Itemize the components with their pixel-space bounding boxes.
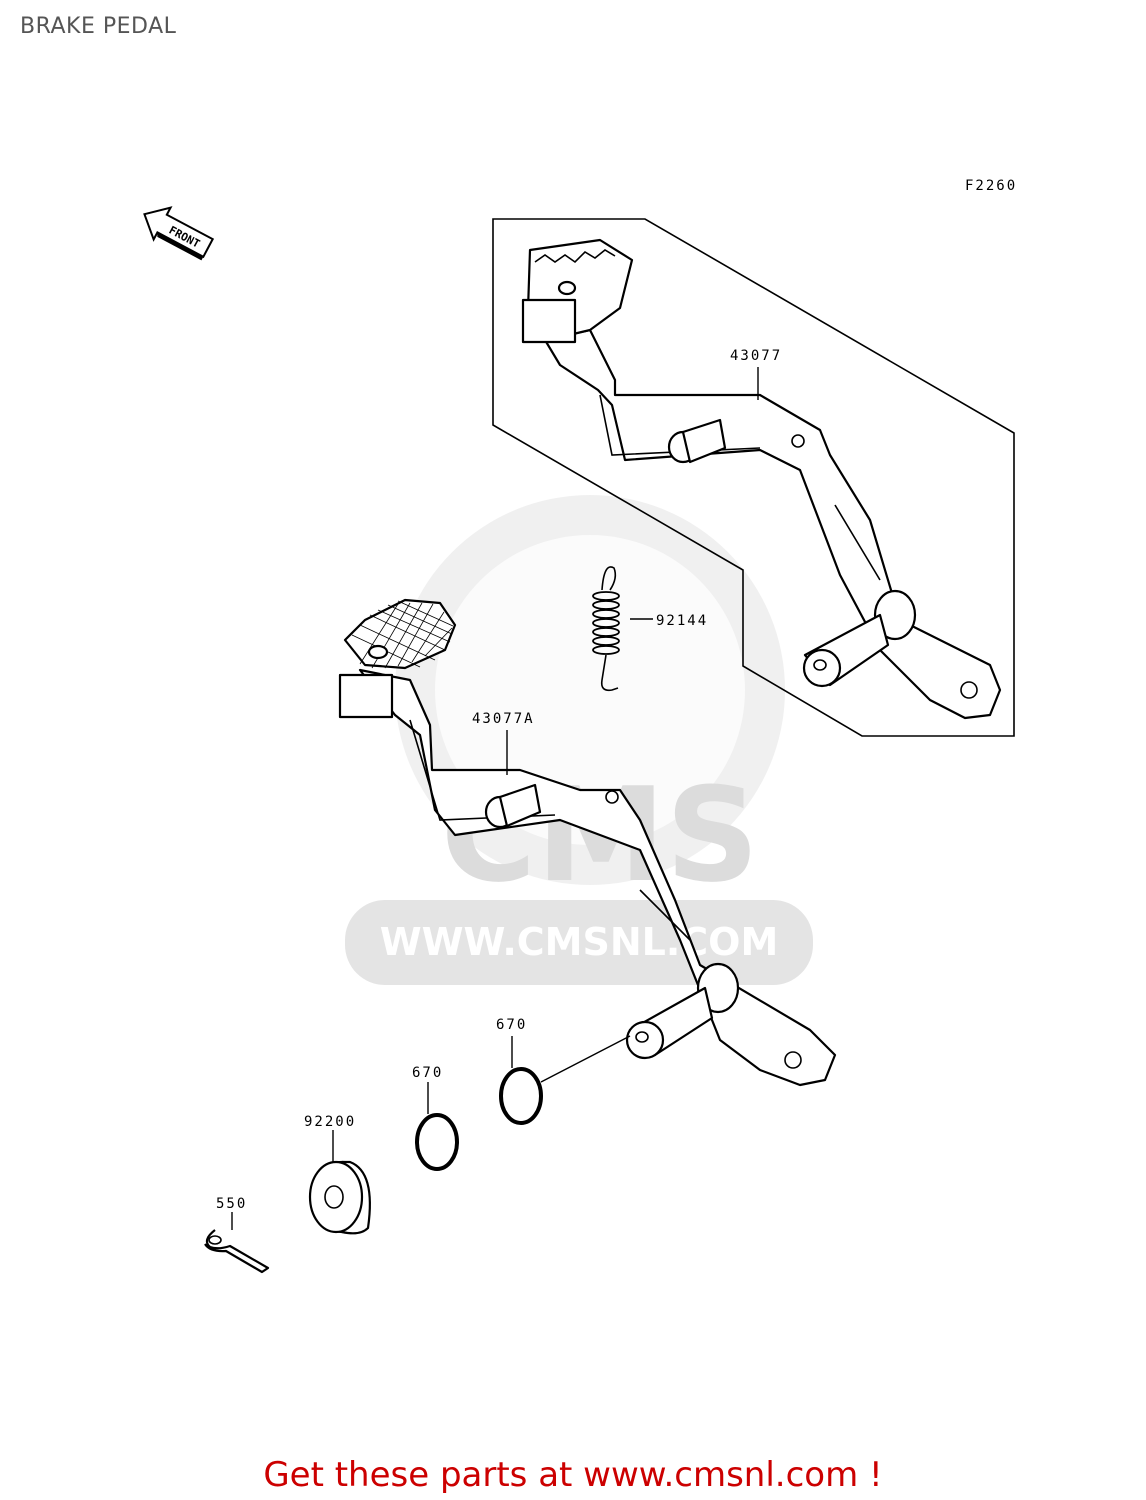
kit-frame	[492, 218, 1015, 737]
o-ring-upper	[499, 1067, 543, 1125]
label-43077: 43077	[730, 348, 782, 364]
leader-lines	[231, 367, 759, 1230]
o-ring-lower	[415, 1113, 459, 1171]
label-670-lower: 670	[412, 1065, 443, 1081]
label-92144: 92144	[656, 613, 708, 629]
washer	[308, 1160, 371, 1235]
brake-pedal-kit	[521, 238, 1002, 720]
label-670-upper: 670	[496, 1017, 527, 1033]
label-43077A: 43077A	[472, 711, 535, 727]
watermark-url: WWW.CMSNL.COM	[380, 920, 779, 964]
return-spring	[592, 566, 620, 692]
front-arrow-icon: FRONT	[143, 206, 215, 261]
brake-pedal	[338, 598, 837, 1087]
label-92200: 92200	[304, 1114, 356, 1130]
page-title: BRAKE PEDAL	[20, 14, 177, 39]
figure-code: F2260	[965, 178, 1017, 194]
get-parts-link[interactable]: Get these parts at www.cmsnl.com !	[263, 1455, 883, 1495]
label-550: 550	[216, 1196, 247, 1212]
cotter-pin	[204, 1229, 270, 1274]
